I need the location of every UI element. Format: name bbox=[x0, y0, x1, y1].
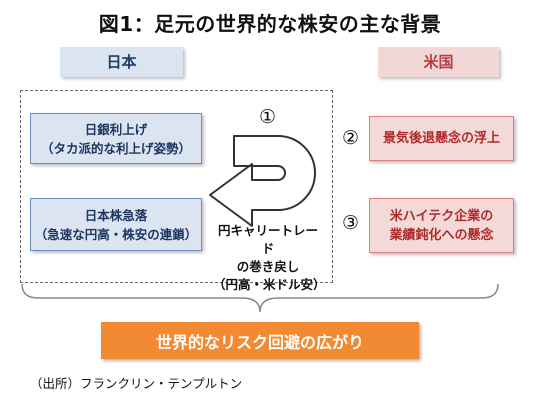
japan-stock-plunge-title: 日本株急落 bbox=[84, 207, 148, 223]
us-tech-earnings-box: 米ハイテク企業の 業績鈍化への懸念 bbox=[369, 198, 514, 253]
source-note: （出所）フランクリン・テンプルトン bbox=[30, 376, 243, 391]
u-turn-arrow-icon bbox=[209, 135, 316, 227]
risk-aversion-text: 世界的なリスク回避の広がり bbox=[155, 332, 364, 352]
marker-2: ② bbox=[342, 127, 360, 149]
carry-trade-label: 円キャリートレード の巻き戻し （円高・米ドル安） bbox=[213, 222, 326, 294]
us-tech-earnings-line-1: 米ハイテク企業の bbox=[389, 208, 494, 224]
recession-fear-box: 景気後退懸念の浮上 bbox=[369, 116, 514, 161]
diagram-title: 図1：足元の世界的な株安の主な背景 bbox=[98, 12, 442, 36]
boj-rate-hike-box: 日銀利上げ （タカ派的な利上げ姿勢） bbox=[30, 113, 202, 164]
risk-aversion-box: 世界的なリスク回避の広がり bbox=[101, 322, 419, 359]
japan-stock-plunge-detail: （急速な円高・株安の連鎖） bbox=[34, 226, 198, 242]
japan-group-frame bbox=[20, 90, 333, 283]
japan-stock-plunge-box: 日本株急落 （急速な円高・株安の連鎖） bbox=[30, 198, 202, 251]
boj-rate-hike-detail: （タカ派的な利上げ姿勢） bbox=[40, 140, 191, 156]
us-header: 米国 bbox=[378, 47, 499, 77]
marker-3: ③ bbox=[342, 212, 360, 234]
recession-fear-text: 景気後退懸念の浮上 bbox=[382, 131, 500, 146]
carry-trade-line-1: 円キャリートレード bbox=[217, 223, 318, 256]
carry-trade-line-2: の巻き戻し bbox=[236, 259, 300, 274]
us-tech-earnings-line-2: 業績鈍化への懸念 bbox=[389, 227, 494, 243]
japan-header: 日本 bbox=[60, 47, 183, 77]
boj-rate-hike-title: 日銀利上げ bbox=[84, 121, 148, 137]
bottom-brace bbox=[21, 283, 499, 313]
carry-trade-line-3: （円高・米ドル安） bbox=[213, 277, 326, 292]
marker-1: ① bbox=[259, 106, 277, 128]
